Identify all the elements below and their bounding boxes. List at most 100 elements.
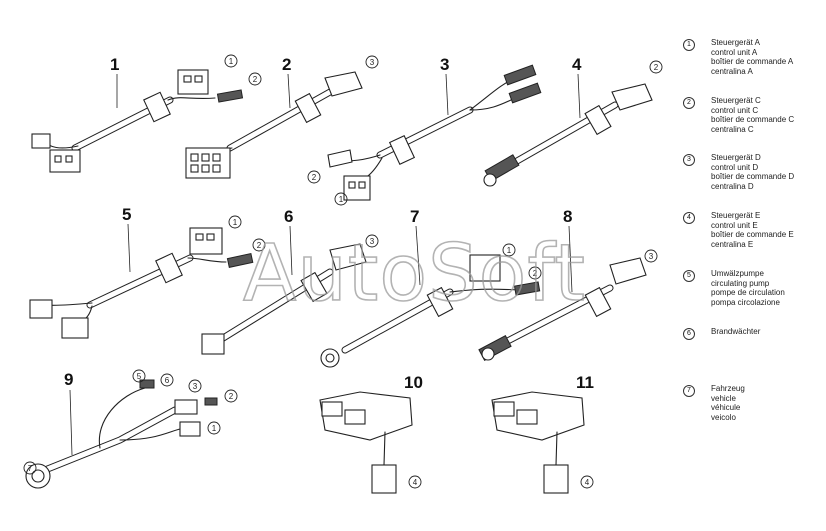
svg-text:3: 3 [370,237,375,246]
harness-number-11: 11 [576,373,594,392]
legend-number: 7 [683,385,695,397]
harness-11: 11 [491,373,594,494]
harness-6: 6 [201,207,367,355]
legend-line: véhicule [711,403,741,412]
callout-2: 2 [248,72,262,86]
legend-line: veicolo [711,412,736,422]
svg-text:3: 3 [370,58,375,67]
callout-1: 1 [224,54,238,68]
harness-8: 8 [478,207,647,362]
svg-text:1: 1 [507,246,512,255]
callout-3: 3 [365,55,379,69]
control-unit-e-bracket-11 [491,391,585,441]
callout-2: 2 [307,170,321,184]
legend-line: boîtier de commande E [711,230,794,239]
watermark: AutoSoft [243,229,586,319]
legend-line: control unit A [711,47,758,57]
legend-line: centralina A [711,66,753,76]
legend-line: control unit C [711,105,759,115]
callout-3: 3 [644,249,658,263]
callout-2: 2 [252,238,266,252]
legend-line: boîtier de commande D [711,172,795,181]
svg-text:2: 2 [654,63,659,72]
legend-line: Umwälzpumpe [711,269,764,278]
connector-control-unit-a-harness-5 [189,227,223,255]
harness-5: 5 [29,205,254,339]
callouts: 1 2 3 2 1 2 1 2 3 1 2 3 5 6 3 2 1 7 4 4 [23,54,663,489]
legend-line: centralina D [711,181,754,191]
harness-7: 7 [320,207,541,368]
callout-6: 6 [160,373,174,387]
connector-control-unit-d-harness-9 [174,399,198,415]
connector-small-harness-5 [29,299,53,319]
svg-text:2: 2 [312,173,317,182]
callout-2: 2 [649,60,663,74]
legend-line: centralina E [711,239,754,249]
harness-2: 2 [185,55,363,179]
harness-10: 10 [319,373,423,494]
control-unit-e-bracket [319,391,413,441]
legend-line: boîtier de commande A [711,57,794,66]
legend-line: Steuergerät E [711,211,761,220]
callout-2: 2 [528,266,542,280]
svg-text:2: 2 [257,241,262,250]
connector-control-unit-c-harness-4 [611,83,653,111]
connector-control-unit-d-harness-8 [609,257,647,285]
svg-text:7: 7 [28,464,33,473]
harness-number-2: 2 [282,55,291,74]
callout-1: 1 [207,421,221,435]
connector-4pin-harness-5 [61,317,89,339]
legend-line: control unit D [711,162,759,172]
callout-1: 1 [334,192,348,206]
svg-text:3: 3 [193,382,198,391]
svg-text:2: 2 [229,392,234,401]
callout-5: 5 [132,369,146,383]
legend-line: pompa circolazione [711,297,780,307]
legend-number: 3 [683,154,695,166]
svg-text:1: 1 [212,424,217,433]
harness-number-8: 8 [563,207,572,226]
legend-line: centralina C [711,124,754,134]
connector-control-unit-c [324,71,363,97]
legend-line: circulating pump [711,278,770,288]
harness-9: 9 [25,370,218,489]
connector-control-unit-a-harness-7 [469,254,501,282]
harness-number-9: 9 [64,370,73,389]
harness-number-6: 6 [284,207,293,226]
legend-line: vehicle [711,393,736,403]
callout-4: 4 [408,475,422,489]
svg-text:4: 4 [413,478,418,487]
legend-number: 5 [683,270,695,282]
harness-number-5: 5 [122,205,131,224]
svg-text:5: 5 [137,372,142,381]
svg-text:1: 1 [233,218,238,227]
harness-number-4: 4 [572,55,582,74]
harness-3: 3 [327,55,542,201]
legend-number: 4 [683,212,695,224]
harness-number-7: 7 [410,207,419,226]
callout-7: 7 [23,461,37,475]
connector-small [31,133,51,149]
legend-line: Brandwächter [711,327,761,336]
harness-1: 1 [31,55,244,173]
connector-end-harness-6 [201,333,225,355]
grommet [143,91,171,123]
legend-line: control unit E [711,220,758,230]
callout-1: 1 [502,243,516,257]
connector-control-unit-a-harness-3 [343,175,371,201]
legend-number: 2 [683,97,695,109]
legend-line: Steuergerät A [711,38,760,47]
connector-control-unit-c-harness-9 [179,421,201,437]
harness-number-1: 1 [110,55,119,74]
connector-control-unit-a [177,69,209,95]
harness-number-3: 3 [440,55,449,74]
svg-text:6: 6 [165,376,170,385]
svg-text:3: 3 [649,252,654,261]
connector-8pin [185,147,231,179]
harness-4: 4 [483,55,653,187]
harness-number-10: 10 [404,373,423,392]
svg-text:1: 1 [229,57,234,66]
connector-control-unit-e-harness-10 [371,464,397,494]
svg-text:4: 4 [585,478,590,487]
